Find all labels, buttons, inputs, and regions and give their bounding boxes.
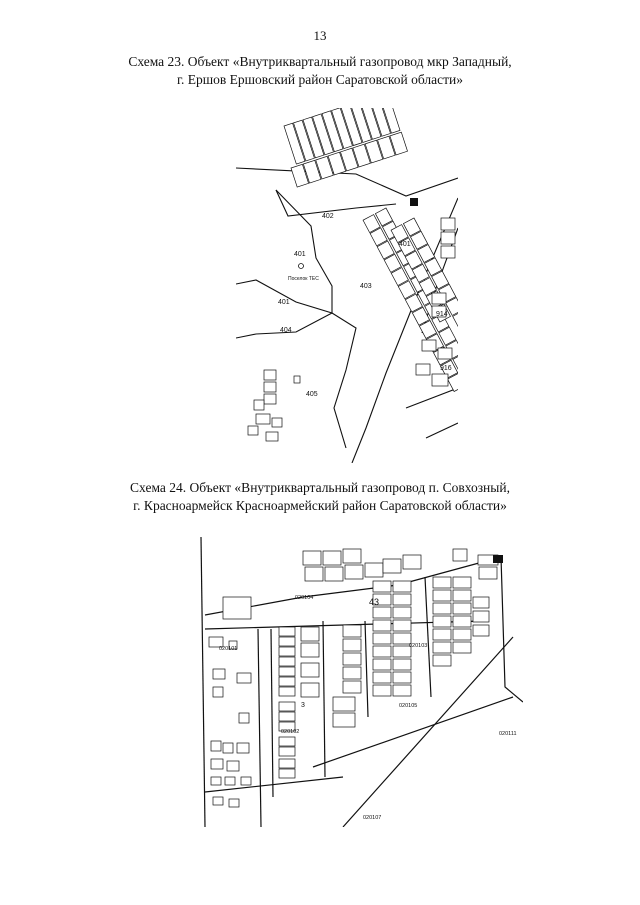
parcel-401-outline <box>236 189 333 314</box>
map-label: 020111 <box>499 731 517 737</box>
map-label: 020102 <box>281 729 299 735</box>
scheme-24-map: 020104 020101 020102 020103 020105 02011… <box>183 537 523 827</box>
map-label: 401 <box>278 299 290 306</box>
map-label: 914 <box>436 311 448 318</box>
map-label: 43 <box>369 597 379 607</box>
road-line <box>200 537 206 827</box>
boundary-line <box>236 312 333 339</box>
connection-point-marker <box>493 555 503 563</box>
map-label: 020105 <box>399 703 417 709</box>
boundary-line <box>236 167 458 197</box>
boundary-line <box>425 422 458 439</box>
scheme-24-caption-line-1: Схема 24. Объект «Внутриквартальный газо… <box>130 480 510 495</box>
map-label: 916 <box>440 365 452 372</box>
street-line <box>364 620 369 718</box>
boundary-line <box>500 556 523 703</box>
boundary-line <box>204 556 502 616</box>
scheme-24-map-drawing: 020104 020101 020102 020103 020105 02011… <box>200 537 523 827</box>
scheme-23-caption: Схема 23. Объект «Внутриквартальный газо… <box>0 53 640 89</box>
boundary-line <box>405 387 458 409</box>
boundary-line <box>312 696 514 768</box>
map-label: 3 <box>301 702 305 709</box>
poi-marker-icon <box>298 263 304 269</box>
map-label: 404 <box>280 327 292 334</box>
map-label: 020104 <box>295 595 313 601</box>
boundary-line <box>331 312 357 449</box>
map-label: 020107 <box>363 815 381 821</box>
street-line <box>257 628 262 827</box>
street-line <box>204 776 344 793</box>
scheme-23-caption-line-1: Схема 23. Объект «Внутриквартальный газо… <box>128 54 512 69</box>
street-line <box>270 628 274 798</box>
page-number: 13 <box>313 28 327 43</box>
scheme-24-caption-line-2: г. Красноармейск Красноармейский район С… <box>133 498 507 513</box>
scheme-24-caption: Схема 24. Объект «Внутриквартальный газо… <box>0 479 640 515</box>
map-label: 402 <box>322 213 334 220</box>
boundary-line <box>342 636 514 827</box>
scheme-23-map: 402 401 401 401 404 405 403 914 916 Посе… <box>236 108 458 463</box>
scheme-23-map-drawing: 402 401 401 401 404 405 403 914 916 Посе… <box>236 108 458 463</box>
poi-label: Поселок ТЕС <box>288 276 319 282</box>
map-label: 401 <box>399 241 411 248</box>
map-label: 020101 <box>219 646 237 652</box>
map-label: 403 <box>360 283 372 290</box>
map-label: 401 <box>294 251 306 258</box>
boundary-line <box>275 189 397 217</box>
connection-point-marker <box>410 198 418 206</box>
street-line <box>322 620 326 778</box>
map-label: 020103 <box>409 643 427 649</box>
street-line <box>424 576 432 698</box>
map-label: 405 <box>306 391 318 398</box>
scheme-23-caption-line-2: г. Ершов Ершовский район Саратовской обл… <box>176 72 464 87</box>
